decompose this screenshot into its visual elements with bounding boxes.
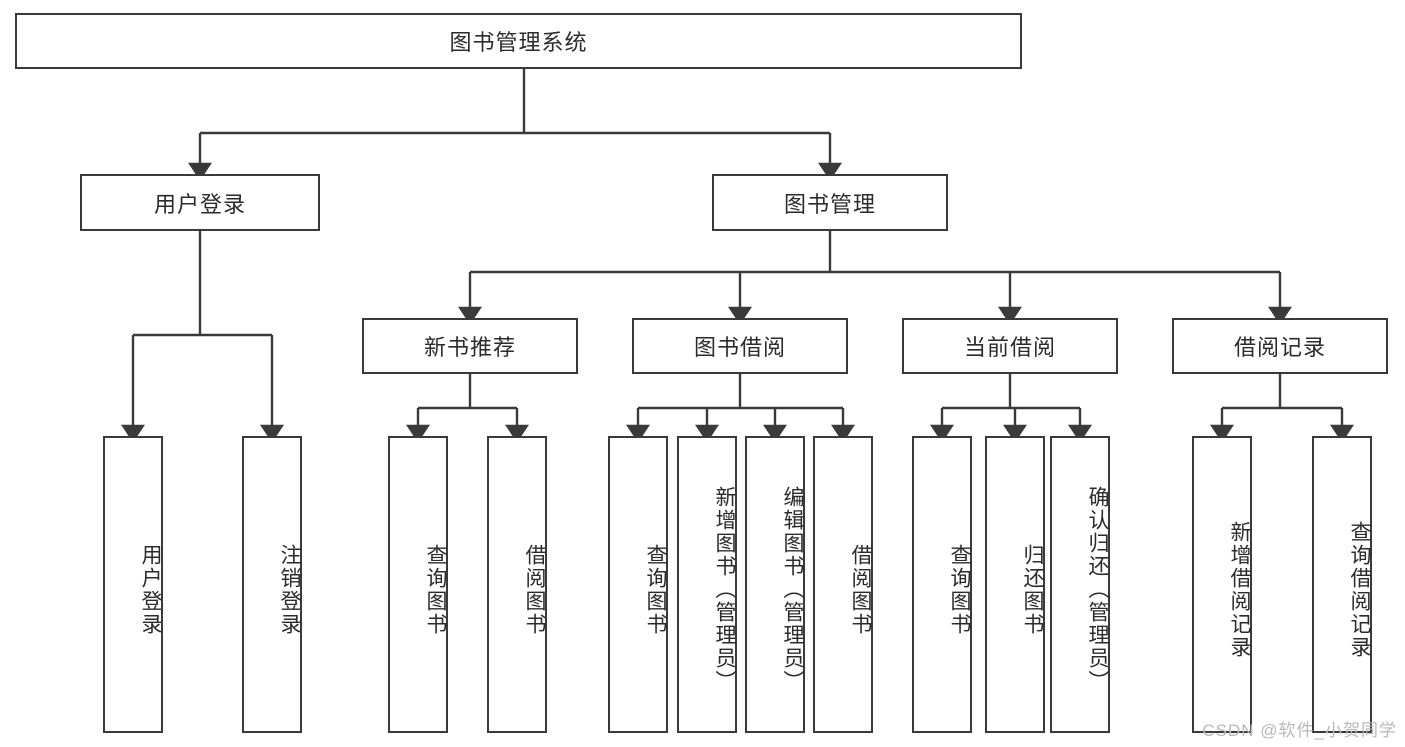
node-label: 用户登录 [139, 543, 162, 636]
node-label: 图书借阅 [693, 335, 786, 360]
leaf-edit-book[interactable]: 编辑图书（管理员） [745, 436, 805, 733]
leaf-return-book[interactable]: 归还图书 [985, 436, 1045, 733]
node-user-login[interactable]: 用户登录 [80, 174, 320, 231]
node-label: 新书推荐 [423, 335, 516, 360]
node-label: 新增借阅记录 [1228, 520, 1251, 659]
leaf-borrow-book-recommend[interactable]: 借阅图书 [487, 436, 547, 733]
leaf-query-book-borrow[interactable]: 查询图书 [608, 436, 668, 733]
node-label: 图书管理 [783, 191, 876, 217]
node-label: 注销登录 [278, 543, 301, 636]
node-label: 编辑图书（管理员） [781, 486, 804, 693]
node-root-title[interactable]: 图书管理系统 [15, 13, 1022, 69]
node-label: 新增图书（管理员） [713, 486, 736, 693]
leaf-borrow-book[interactable]: 借阅图书 [813, 436, 873, 733]
leaf-user-login[interactable]: 用户登录 [103, 436, 163, 733]
node-new-book-recommend[interactable]: 新书推荐 [362, 318, 578, 374]
node-label: 查询图书 [644, 543, 667, 636]
leaf-add-borrow-record[interactable]: 新增借阅记录 [1192, 436, 1252, 733]
node-label: 借阅图书 [523, 543, 546, 636]
leaf-logout[interactable]: 注销登录 [242, 436, 302, 733]
node-label: 用户登录 [153, 191, 246, 217]
node-book-borrow[interactable]: 图书借阅 [632, 318, 848, 374]
leaf-confirm-return[interactable]: 确认归还（管理员） [1050, 436, 1110, 733]
leaf-query-book-current[interactable]: 查询图书 [912, 436, 972, 733]
watermark-text: CSDN @软件_小贺同学 [1202, 721, 1397, 740]
node-label: 借阅图书 [849, 543, 872, 636]
node-label: 当前借阅 [963, 335, 1056, 360]
node-label: 查询图书 [948, 543, 971, 636]
node-label: 借阅记录 [1233, 335, 1326, 360]
node-book-manage[interactable]: 图书管理 [712, 174, 948, 231]
leaf-query-borrow-record[interactable]: 查询借阅记录 [1312, 436, 1372, 733]
node-current-borrow[interactable]: 当前借阅 [902, 318, 1118, 374]
leaf-query-book-recommend[interactable]: 查询图书 [388, 436, 448, 733]
node-borrow-record[interactable]: 借阅记录 [1172, 318, 1388, 374]
node-label: 归还图书 [1021, 543, 1044, 636]
node-label: 图书管理系统 [449, 30, 588, 55]
node-label: 查询图书 [424, 543, 447, 636]
node-label: 查询借阅记录 [1348, 520, 1371, 659]
leaf-add-book[interactable]: 新增图书（管理员） [677, 436, 737, 733]
node-label: 确认归还（管理员） [1086, 486, 1109, 693]
